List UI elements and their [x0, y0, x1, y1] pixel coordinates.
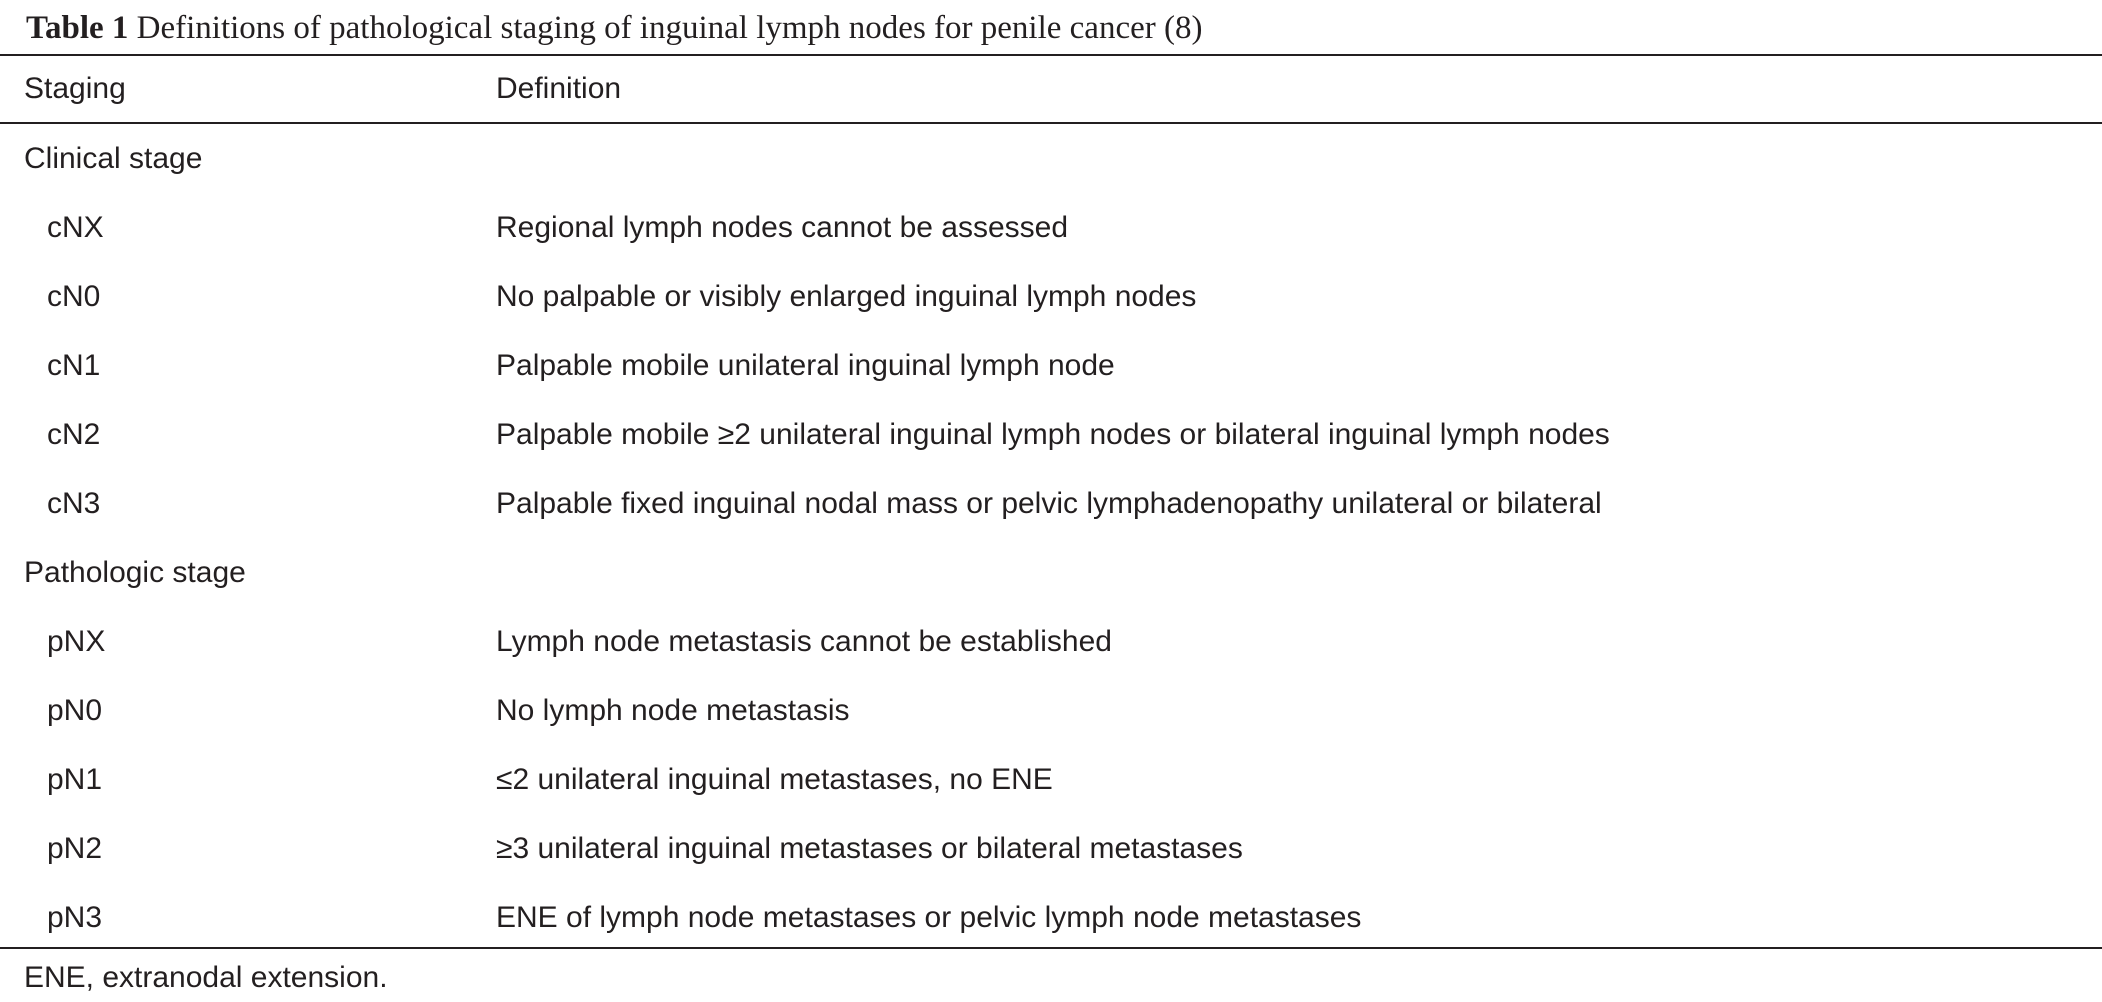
definition-cell: No palpable or visibly enlarged inguinal… [496, 280, 1197, 313]
stage-cell: cN3 [47, 487, 101, 520]
table-caption-text: Definitions of pathological staging of i… [136, 10, 1203, 46]
definition-cell: ≥3 unilateral inguinal metastases or bil… [496, 832, 1243, 865]
stage-cell: pN3 [47, 901, 103, 934]
table-row: pNX Lymph node metastasis cannot be esta… [0, 607, 2102, 676]
header-staging: Staging [24, 72, 126, 105]
stage-cell: cN0 [47, 280, 101, 313]
definition-cell: Palpable fixed inguinal nodal mass or pe… [496, 487, 1602, 520]
table-top-rule [0, 54, 2102, 56]
staging-table: Staging Definition Clinical stage cNX Re… [0, 56, 2102, 934]
stage-cell: pN1 [47, 763, 103, 796]
table-row: cN2 Palpable mobile ≥2 unilateral inguin… [0, 400, 2102, 469]
stage-cell: cNX [47, 211, 104, 244]
table-body: Clinical stage cNX Regional lymph nodes … [0, 124, 2102, 952]
table-row: cN1 Palpable mobile unilateral inguinal … [0, 331, 2102, 400]
table-footnote: ENE, extranodal extension. [24, 961, 388, 994]
table-header-row: Staging Definition [0, 56, 2102, 122]
definition-cell: Palpable mobile unilateral inguinal lymp… [496, 349, 1115, 382]
table-row: pN1 ≤2 unilateral inguinal metastases, n… [0, 745, 2102, 814]
table-row: pN0 No lymph node metastasis [0, 676, 2102, 745]
table-caption-label: Table 1 [26, 10, 129, 46]
definition-cell: ENE of lymph node metastases or pelvic l… [496, 901, 1362, 934]
section-row-clinical: Clinical stage [0, 124, 2102, 193]
table-row: cN3 Palpable fixed inguinal nodal mass o… [0, 469, 2102, 538]
stage-cell: cN1 [47, 349, 101, 382]
stage-cell: pNX [47, 625, 106, 658]
section-title: Pathologic stage [24, 556, 246, 589]
definition-cell: ≤2 unilateral inguinal metastases, no EN… [496, 763, 1053, 796]
table-caption: Table 1 Definitions of pathological stag… [26, 8, 1202, 48]
table-header-rule [0, 122, 2102, 124]
section-title: Clinical stage [24, 142, 203, 175]
stage-cell: pN0 [47, 694, 103, 727]
definition-cell: No lymph node metastasis [496, 694, 850, 727]
definition-cell: Regional lymph nodes cannot be assessed [496, 211, 1069, 244]
section-row-pathologic: Pathologic stage [0, 538, 2102, 607]
stage-cell: pN2 [47, 832, 103, 865]
table-row: pN3 ENE of lymph node metastases or pelv… [0, 883, 2102, 952]
stage-cell: cN2 [47, 418, 101, 451]
table-row: cNX Regional lymph nodes cannot be asses… [0, 193, 2102, 262]
definition-cell: Lymph node metastasis cannot be establis… [496, 625, 1112, 658]
table-row: cN0 No palpable or visibly enlarged ingu… [0, 262, 2102, 331]
definition-cell: Palpable mobile ≥2 unilateral inguinal l… [496, 418, 1610, 451]
table-row: pN2 ≥3 unilateral inguinal metastases or… [0, 814, 2102, 883]
header-definition: Definition [496, 72, 622, 105]
table-bottom-rule [0, 947, 2102, 949]
